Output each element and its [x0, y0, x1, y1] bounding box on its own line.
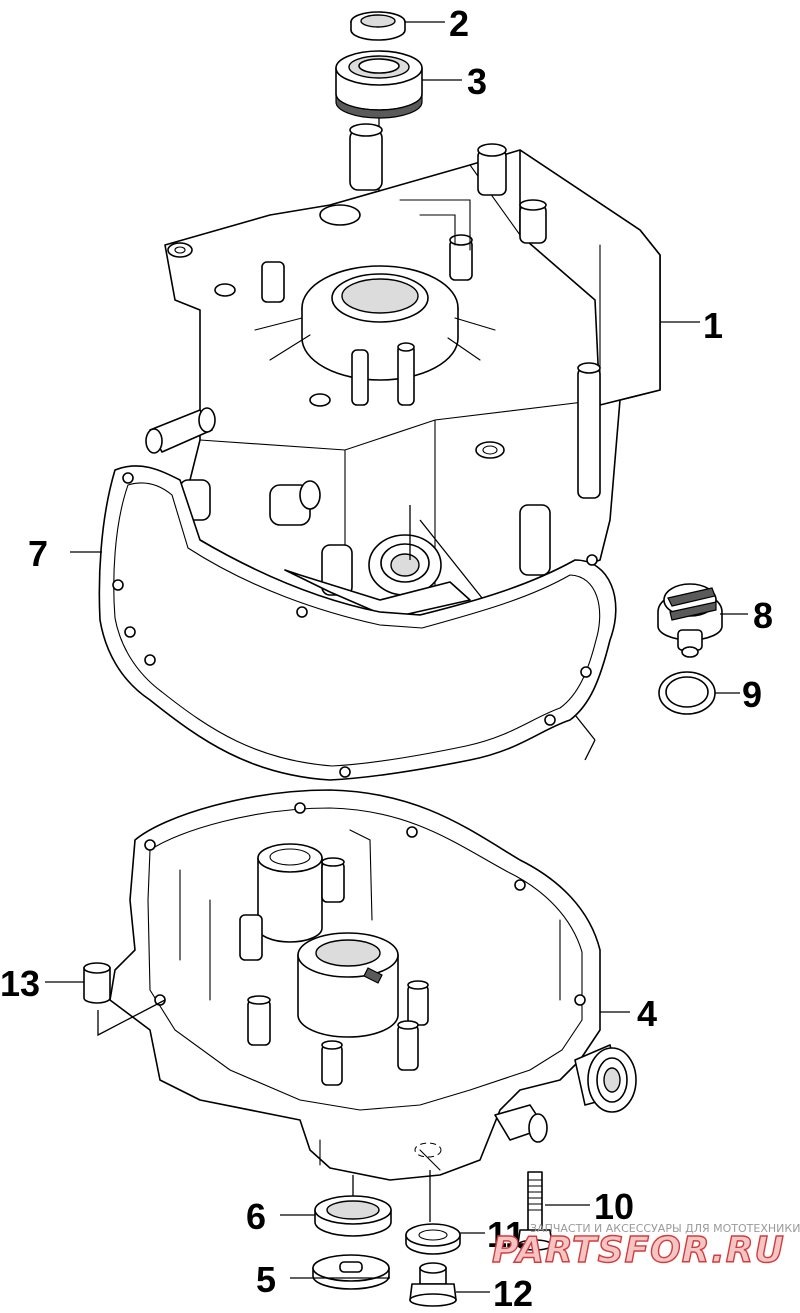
part-9-o-ring: [658, 671, 716, 715]
callout-9: 9: [742, 674, 762, 715]
callout-11: 11: [487, 1214, 525, 1255]
part-4-crankcase-cover: [109, 789, 637, 1181]
callout-8: 8: [753, 595, 773, 636]
part-5-washer: [312, 1254, 390, 1290]
part-8-plug: [657, 583, 723, 658]
part-7-gasket: [98, 465, 617, 781]
callout-numbers: 2 3 1 7 8 9 13 4 10 6 11 5 12: [0, 3, 773, 1313]
part-2-oil-seal: [350, 11, 406, 41]
part-1-crankcase: [145, 123, 661, 619]
part-13-dowel-pin: [83, 962, 111, 1004]
callout-5: 5: [256, 1259, 276, 1300]
watermark-logo: PARTSFOR.RU: [492, 1230, 785, 1271]
watermark: ЗАПЧАСТИ И АКСЕССУАРЫ ДЛЯ МОТОТЕХНИКИ PA…: [491, 1222, 800, 1272]
callout-leaders: [45, 21, 748, 1293]
part-10-bolt: [517, 1171, 553, 1251]
callout-2: 2: [449, 3, 469, 44]
callout-3: 3: [467, 61, 487, 102]
part-11-washer: [405, 1223, 461, 1255]
part-12-drain-plug: [409, 1262, 457, 1307]
callout-6: 6: [246, 1196, 266, 1237]
callout-10: 10: [594, 1186, 634, 1227]
callout-12: 12: [493, 1273, 533, 1313]
watermark-tagline: ЗАПЧАСТИ И АКСЕССУАРЫ ДЛЯ МОТОТЕХНИКИ: [530, 1222, 800, 1235]
part-3-bearing: [335, 50, 423, 119]
callout-13: 13: [0, 963, 40, 1004]
callout-1: 1: [703, 305, 723, 346]
part-6-oil-seal: [314, 1195, 392, 1237]
callout-4: 4: [637, 993, 657, 1034]
callout-7: 7: [28, 533, 48, 574]
